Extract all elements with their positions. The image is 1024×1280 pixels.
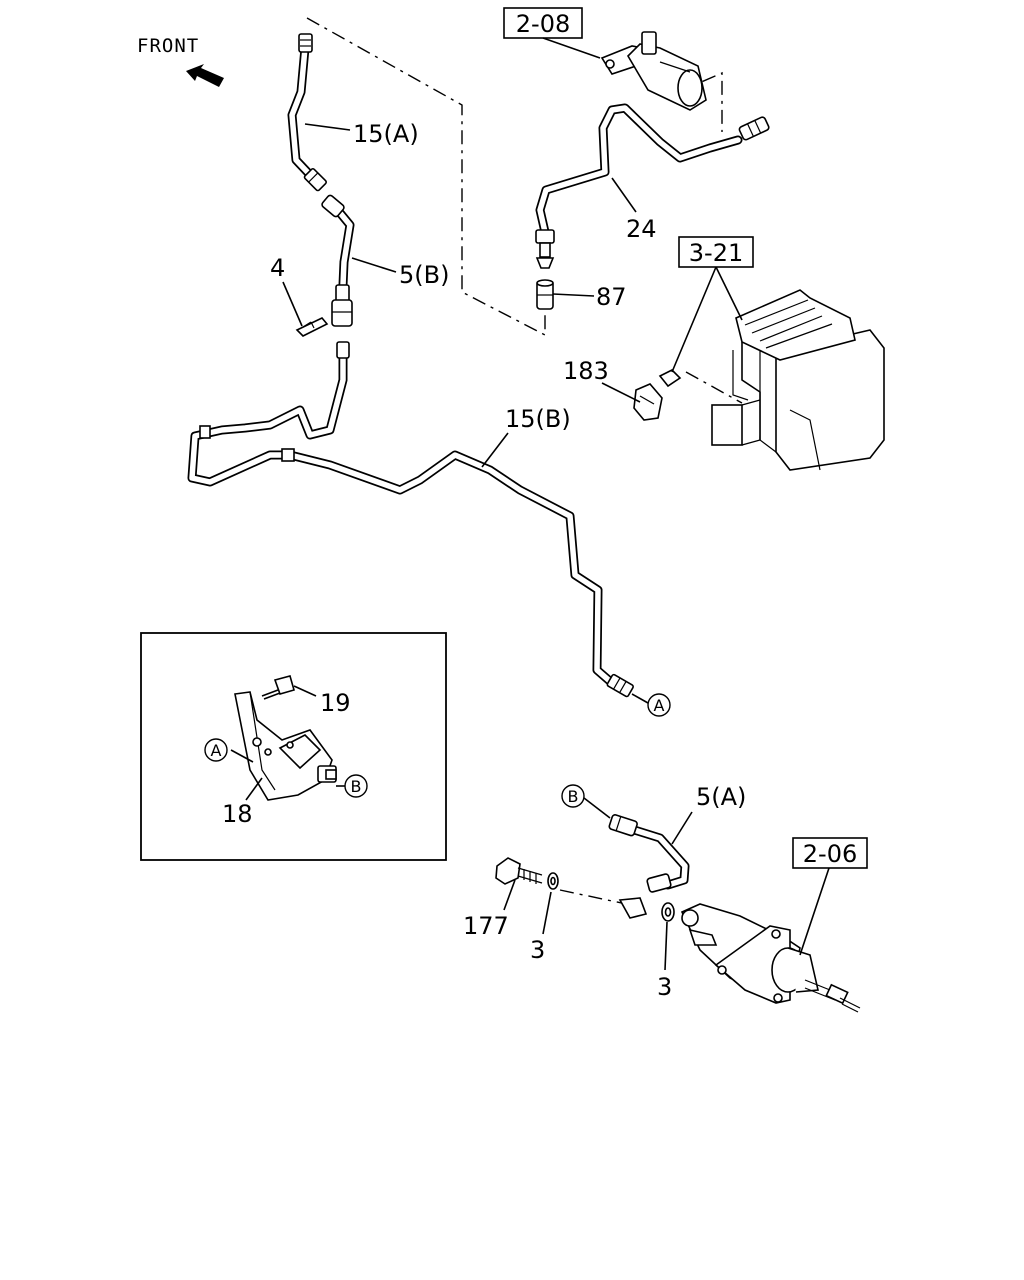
clip-4 <box>295 317 329 337</box>
inset-detail-box <box>140 632 447 861</box>
washer-3-left <box>547 872 559 890</box>
ref-box-2-08[interactable]: 2-08 <box>503 7 583 39</box>
ref-box-2-06[interactable]: 2-06 <box>792 837 868 869</box>
clutch-master-cylinder <box>600 31 707 111</box>
callout-87[interactable]: 87 <box>596 283 627 311</box>
hose-5a <box>608 814 690 919</box>
callout-3-right[interactable]: 3 <box>657 973 672 1001</box>
callout-19[interactable]: 19 <box>320 689 351 717</box>
connector-a-inset-label: A <box>211 741 222 760</box>
leader-lines <box>230 37 830 971</box>
callout-18[interactable]: 18 <box>222 800 253 828</box>
pipe-24 <box>535 103 770 269</box>
callout-5b[interactable]: 5(B) <box>399 261 449 289</box>
callout-15a[interactable]: 15(A) <box>353 120 419 148</box>
callouts: 15(A) 5(B) 4 24 87 183 15(B) 19 18 5(A) … <box>222 120 746 1001</box>
bolt-19 <box>261 675 295 700</box>
callout-5a[interactable]: 5(A) <box>696 783 746 811</box>
ref-label-2-08: 2-08 <box>516 10 570 38</box>
bracket-18 <box>234 691 337 801</box>
union-87 <box>536 279 554 310</box>
callout-24[interactable]: 24 <box>626 215 657 243</box>
callout-3-left[interactable]: 3 <box>530 936 545 964</box>
connector-a-pipe: A <box>647 693 671 717</box>
ref-box-3-21[interactable]: 3-21 <box>678 236 754 268</box>
hose-5b <box>321 194 355 327</box>
washer-3-right <box>661 902 675 922</box>
reservoir-assembly-3-21 <box>711 289 885 471</box>
connector-a-pipe-label: A <box>654 696 665 715</box>
assembly-guide-lines <box>306 17 743 906</box>
clutch-slave-cylinder <box>680 903 861 1013</box>
callout-183[interactable]: 183 <box>563 357 609 385</box>
callout-15b[interactable]: 15(B) <box>505 405 571 433</box>
clip-183 <box>633 369 682 421</box>
ref-label-3-21: 3-21 <box>689 239 743 267</box>
connector-b-hose-label: B <box>568 787 579 806</box>
connector-a-inset: A <box>204 738 228 762</box>
front-arrow-icon <box>186 64 224 87</box>
front-label: FRONT <box>137 35 199 57</box>
callout-4[interactable]: 4 <box>270 254 285 282</box>
front-indicator: FRONT <box>137 35 224 87</box>
connector-b-inset-label: B <box>351 777 362 796</box>
ref-label-2-06: 2-06 <box>803 840 857 868</box>
bolt-177 <box>495 857 543 885</box>
connector-b-inset: B <box>344 774 368 798</box>
connector-b-hose: B <box>561 784 585 808</box>
pipe-15b <box>187 341 634 698</box>
callout-177[interactable]: 177 <box>463 912 509 940</box>
pipe-15a <box>287 33 327 192</box>
